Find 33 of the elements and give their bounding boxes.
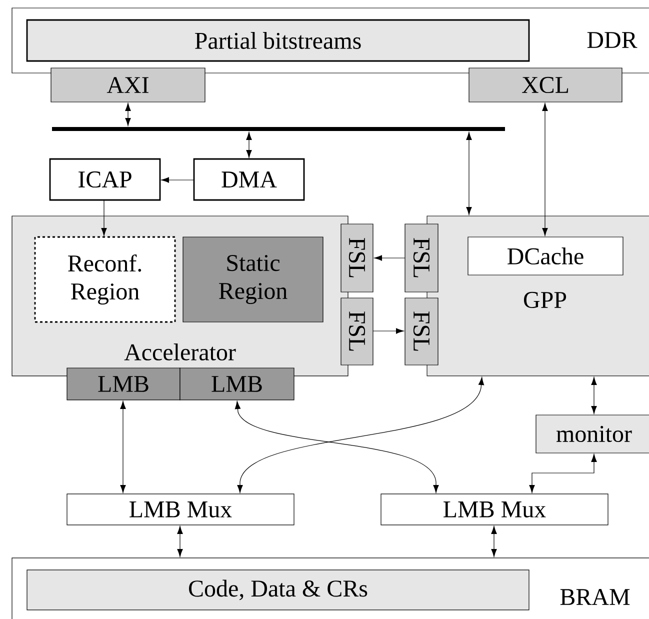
module-box: ICAP bbox=[49, 158, 161, 201]
region-box: Static Region bbox=[182, 236, 324, 322]
arrow bbox=[246, 132, 252, 158]
arrow bbox=[491, 526, 497, 557]
memory-region: Partial bitstreams bbox=[26, 19, 530, 62]
interface-box: AXI bbox=[50, 68, 206, 102]
port-box: FSL bbox=[404, 298, 438, 366]
arrow bbox=[591, 377, 597, 414]
arrow bbox=[161, 177, 194, 183]
arrow bbox=[466, 132, 472, 215]
region-box: Reconf. Region bbox=[34, 236, 176, 323]
arrow bbox=[542, 103, 548, 236]
interface-box: XCL bbox=[468, 68, 622, 102]
arrow bbox=[120, 401, 126, 493]
bus-port-box: LMB bbox=[66, 368, 180, 400]
port-box: FSL bbox=[340, 298, 374, 366]
mux-box: LMB Mux bbox=[380, 494, 608, 526]
arrow bbox=[101, 200, 107, 236]
arrow bbox=[374, 255, 406, 261]
cache-box: DCache bbox=[468, 236, 624, 276]
port-box: FSL bbox=[340, 224, 374, 292]
arrow bbox=[177, 526, 183, 557]
module-box: DMA bbox=[193, 158, 305, 201]
arrow bbox=[125, 103, 131, 126]
port-box: FSL bbox=[404, 224, 438, 292]
memory-region: Code, Data & CRs bbox=[26, 570, 530, 610]
monitor-box: monitor bbox=[536, 414, 649, 454]
arrow bbox=[529, 454, 597, 493]
arrow bbox=[234, 401, 439, 493]
mux-box: LMB Mux bbox=[66, 494, 294, 526]
arrow bbox=[372, 328, 404, 334]
bus-port-box: LMB bbox=[180, 368, 294, 400]
arrow bbox=[237, 377, 484, 493]
